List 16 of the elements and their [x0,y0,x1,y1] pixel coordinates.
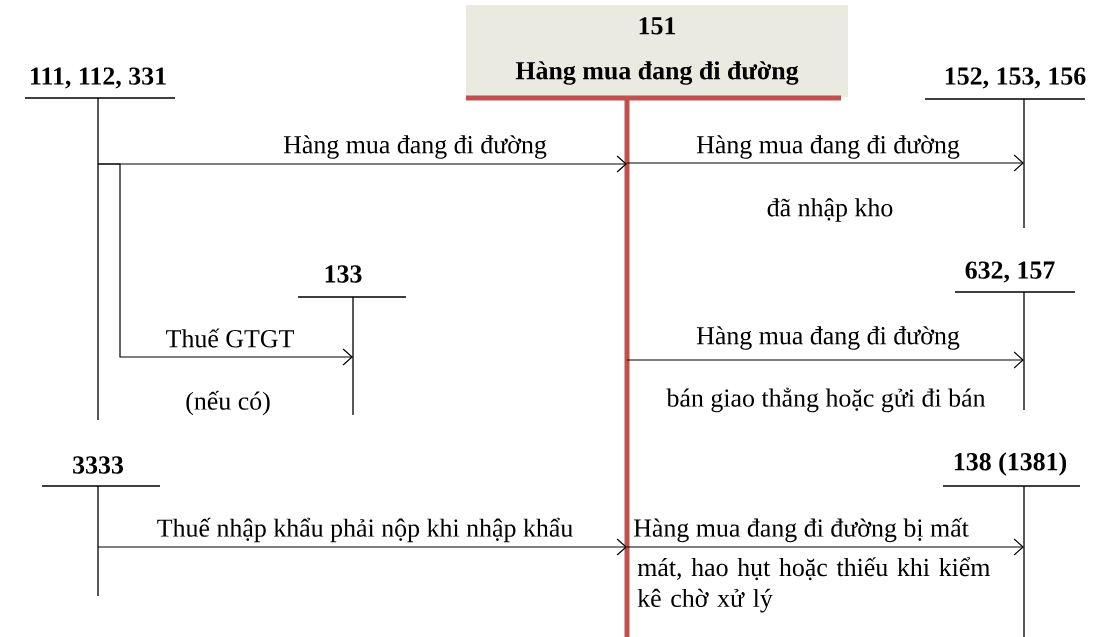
arrow [626,351,1024,369]
edge-label: Thuế GTGT [166,328,294,348]
arrow [626,154,1024,172]
arrow [97,163,353,366]
edge-label: Thuế nhập khẩu phải nộp khi nhập khẩu [157,517,573,543]
edge-label: Hàng mua đang đi đường [696,326,960,350]
edge-label: Hàng mua đang đi đường [696,135,960,159]
note-text: (nếu có) [186,390,270,416]
edge-label: Hàng mua đang đi đường [283,135,547,159]
arrow [97,538,627,556]
note-text: mát, hao hụt hoặc thiếu khi kiểm kê chờ xử lý [637,557,991,613]
t-account: 133 [297,265,407,416]
note-text: bán giao thẳng hoặc gửi đi bán [666,387,986,413]
note-text: đã nhập kho [767,198,893,222]
arrow [626,538,1024,556]
edge-label: Hàng mua đang đi đường bị mất [633,517,969,543]
